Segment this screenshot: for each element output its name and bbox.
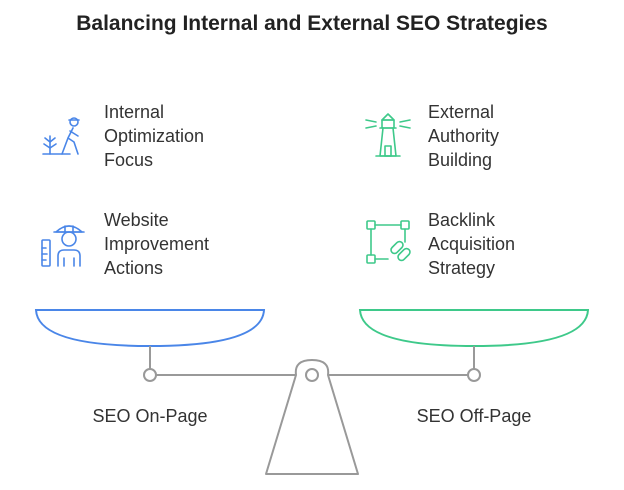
right-pan [358, 309, 590, 348]
right-item-2: Backlink Acquisition Strategy [428, 208, 515, 280]
right-beam-joint [467, 368, 481, 382]
lighthouse-icon [364, 110, 412, 165]
right-item-2-line-3: Strategy [428, 258, 496, 278]
diagram-title: Balancing Internal and External SEO Stra… [76, 12, 548, 35]
right-item-1-line-1: External [428, 102, 495, 122]
left-pan [34, 309, 266, 348]
left-item-1-line-2: Optimization [104, 126, 205, 146]
left-beam-joint [143, 368, 157, 382]
left-item-1-line-3: Focus [104, 150, 154, 170]
scale-fulcrum [265, 359, 359, 475]
left-item-2-line-3: Actions [104, 258, 164, 278]
left-item-2-line-2: Improvement [104, 234, 210, 254]
left-item-1-line-1: Internal [104, 102, 165, 122]
link-network-icon [364, 218, 414, 273]
right-side-label: SEO Off-Page [416, 406, 532, 426]
left-side-label: SEO On-Page [92, 406, 208, 426]
gardener-plant-icon [40, 112, 86, 163]
fulcrum-pivot [305, 368, 319, 382]
construction-worker-icon [38, 218, 88, 275]
right-item-2-line-2: Acquisition [428, 234, 516, 254]
right-item-1: External Authority Building [428, 100, 499, 172]
left-item-2: Website Improvement Actions [104, 208, 209, 280]
left-item-2-line-1: Website [104, 210, 169, 230]
right-item-2-line-1: Backlink [428, 210, 496, 230]
left-item-1: Internal Optimization Focus [104, 100, 204, 172]
right-item-1-line-3: Building [428, 150, 493, 170]
right-item-1-line-2: Authority [428, 126, 500, 146]
